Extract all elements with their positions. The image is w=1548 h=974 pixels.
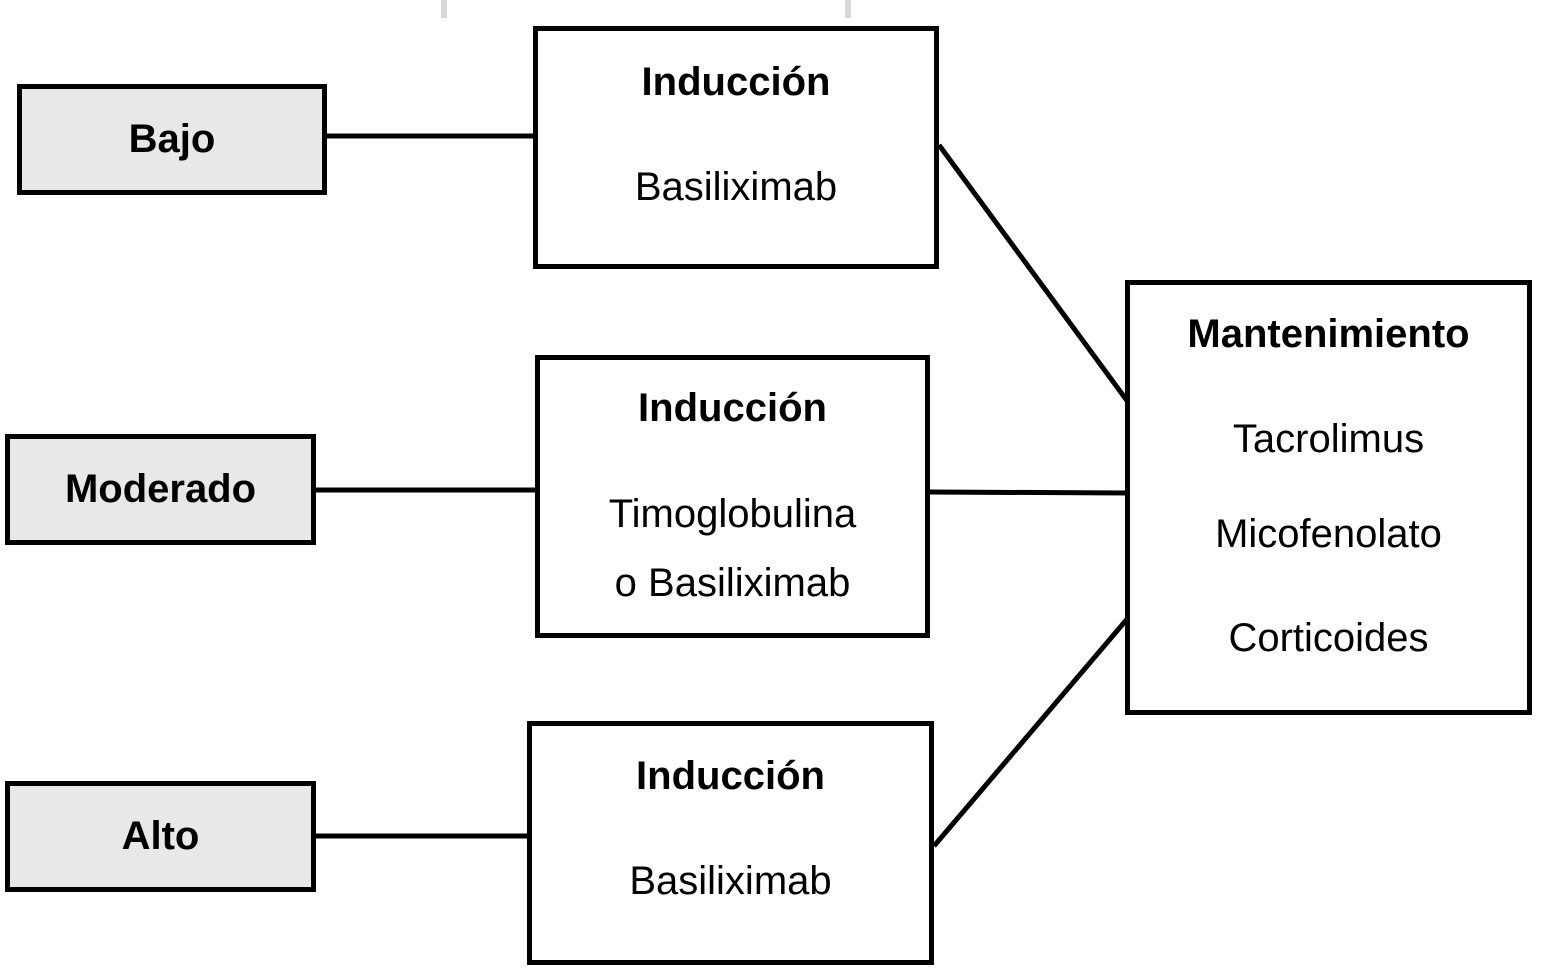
induction-drug-high: Basiliximab [629,859,832,903]
maintenance-drug-1: Tacrolimus [1232,417,1425,461]
maintenance-box: Mantenimiento Tacrolimus Micofenolato Co… [1125,280,1532,715]
crop-mark-right [845,0,851,18]
maintenance-title: Mantenimiento [1187,312,1470,356]
risk-box-high: Alto [5,781,316,892]
risk-box-low: Bajo [17,84,327,195]
induction-title-high: Inducción [636,754,825,798]
induction-box-low: Inducción Basiliximab [533,26,939,269]
connector-induction-moderate-to-maintenance [929,489,1129,496]
induction-drug-moderate-line1: Timoglobulina [608,492,857,536]
induction-title-low: Inducción [641,60,831,104]
risk-label-low: Bajo [128,117,216,161]
induction-drug-moderate-line2: o Basiliximab [614,561,851,605]
induction-title-moderate: Inducción [638,386,827,430]
maintenance-drug-2: Micofenolato [1215,512,1442,556]
induction-box-high: Inducción Basiliximab [527,721,934,965]
risk-label-high: Alto [121,814,200,858]
crop-mark-left [441,0,447,18]
risk-label-moderate: Moderado [64,467,257,511]
induction-box-moderate: Inducción Timoglobulina o Basiliximab [535,355,930,638]
induction-drug-low: Basiliximab [634,165,838,209]
risk-box-moderate: Moderado [5,434,316,545]
connector-induction-high-to-maintenance [932,616,1130,848]
connector-induction-low-to-maintenance [936,143,1131,404]
maintenance-drug-3: Corticoides [1228,616,1429,660]
